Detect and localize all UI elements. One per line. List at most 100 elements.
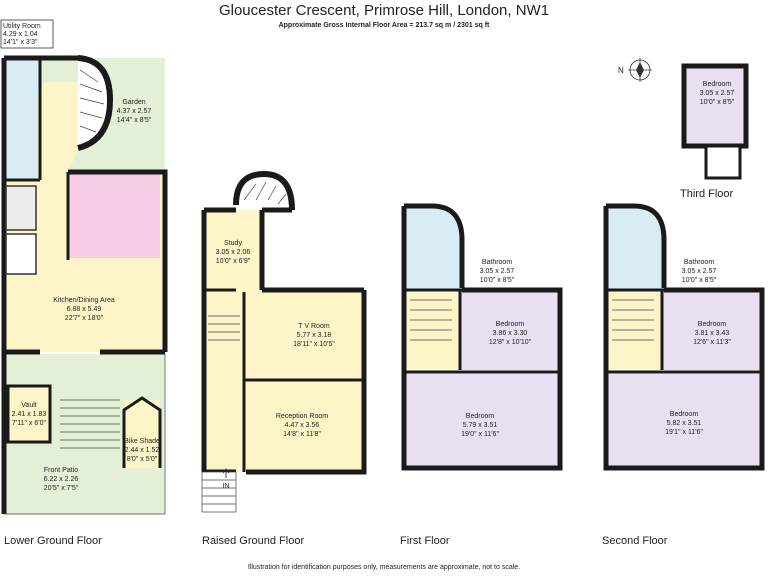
raised-ground-floor-label: Raised Ground Floor [202,535,305,547]
first-large-bedroom-area [404,374,560,468]
first-bathroom-name: Bathroom [482,259,513,266]
storage-cupboard-2 [5,233,37,275]
study-name: Study [224,240,242,247]
disclaimer-footer: Illustration for identification purposes… [247,564,521,571]
first-small-bedroom-name: Bedroom [496,321,525,328]
utility-room-name: Utility Room [3,23,41,30]
spiral-stair-wall [77,55,114,151]
lower-ground-outer-wall [1,55,78,514]
vault-name: Vault [21,402,36,409]
first-small-bedroom-metric: 3.86 x 3.30 [493,330,528,337]
garden-imperial: 14'4" x 8'5" [117,117,152,124]
compass-north-label: N [618,66,624,75]
lower-ground-floor-plan: Utility Room 4.29 x 1.04 14'1" x 3'3" [0,19,168,515]
first-small-bedroom-imperial: 12'8" x 10'10" [489,339,532,346]
second-floor-internal-walls [606,288,762,374]
front-patio-metric: 6.22 x 2.26 [44,476,79,483]
vault-metric: 2.41 x 1.83 [12,411,47,418]
entrance-arrow [222,468,230,478]
third-floor-walls [681,63,749,149]
second-floor-plan: Bathroom 3.05 x 2.57 10'0" x 8'5" Bedroo… [603,203,765,471]
first-floor-internal-walls [404,288,560,374]
kitchen-imperial: 22'7" x 18'0" [65,315,104,322]
bike-shade-name: Bike Shade [124,438,160,445]
tv-room-metric: 5.77 x 3.18 [297,332,332,339]
second-bathroom-name: Bathroom [684,259,715,266]
utility-room-imperial: 14'1" x 3'3" [3,39,38,46]
floor-area-subtitle: Approximate Gross Internal Floor Area = … [278,22,490,29]
spiral-stair-treads [79,69,105,133]
bike-shade-wall [122,396,162,468]
third-bedroom-name: Bedroom [703,81,732,88]
first-floor-stairs [410,299,452,341]
study-area [204,210,262,290]
second-bathroom-metric: 3.05 x 2.57 [682,268,717,275]
first-small-bedroom-area [460,290,560,370]
second-floor-outer-walls [603,203,765,471]
raised-spiral-stair [233,170,295,211]
vault-area [8,386,50,442]
second-small-bedroom-imperial: 12'6" x 11'3" [693,339,731,346]
reception-room-imperial: 14'8" x 11'8" [283,431,321,438]
second-bathroom-imperial: 10'0" x 8'5" [682,277,717,284]
bike-shade-area [124,400,160,468]
front-patio-imperial: 20'5" x 7'5" [44,485,79,492]
lower-ground-floor-label: Lower Ground Floor [4,535,102,547]
entrance-step-lines [202,479,236,505]
garden-metric: 4.37 x 2.57 [117,108,152,115]
first-large-bedroom-name: Bedroom [466,413,495,420]
study-metric: 3.05 x 2.06 [216,249,251,256]
bike-shade-metric: 2.44 x 1.52 [125,447,160,454]
first-bathroom-metric: 3.05 x 2.57 [480,268,515,275]
tv-room-imperial: 18'11" x 10'5" [293,341,335,348]
reception-room-name: Reception Room [276,413,328,420]
bike-shade-imperial: 8'0" x 5'0" [127,456,158,463]
second-small-bedroom-area [662,290,762,370]
kitchen-metric: 6.88 x 5.49 [67,306,102,313]
raised-stair-treads [243,181,287,205]
garden-name: Garden [122,99,145,106]
third-bedroom-imperial: 10'0" x 8'5" [700,99,735,106]
reception-room-metric: 4.47 x 3.56 [285,422,320,429]
compass-icon: N [618,58,652,82]
utility-room-label-box [0,19,54,49]
third-floor-label: Third Floor [680,188,734,200]
first-large-bedroom-imperial: 19'0" x 11'6" [461,431,499,438]
first-floor-label: First Floor [400,535,450,547]
second-large-bedroom-name: Bedroom [670,411,699,418]
second-floor-label: Second Floor [602,535,668,547]
first-bathroom-area [404,206,462,290]
first-large-bedroom-metric: 5.79 x 3.51 [463,422,498,429]
storage-cupboard [5,185,37,231]
second-bathroom-area [606,206,664,290]
second-large-bedroom-imperial: 19'1" x 11'6" [665,429,703,436]
second-large-bedroom-area [606,374,762,468]
third-bedroom-area [684,66,746,146]
entrance-label: IN [223,483,230,490]
raised-ground-stairs [208,315,240,341]
third-bedroom-metric: 3.05 x 2.57 [700,90,735,97]
patio-steps [60,399,120,449]
third-floor-stair-head [704,144,742,180]
vault-wall [6,384,52,444]
patio-boundary [4,354,166,515]
third-floor-plan: Bedroom 3.05 x 2.57 10'0" x 8'5" [681,63,749,180]
first-floor-outer-walls [401,203,563,471]
first-floor-plan: Bathroom 3.05 x 2.57 10'0" x 8'5" Bedroo… [401,203,563,471]
front-patio-name: Front Patio [44,467,78,474]
first-bathroom-imperial: 10'0" x 8'5" [480,277,515,284]
raised-ground-walls [201,207,367,475]
kitchen-units-area [68,174,160,258]
kitchen-rear-wall [68,169,168,352]
raised-ground-internal-walls [204,288,364,472]
second-small-bedroom-metric: 3.81 x 3.43 [695,330,730,337]
page-title: Gloucester Crescent, Primrose Hill, Lond… [218,2,550,19]
second-floor-stairs [612,299,654,341]
study-imperial: 10'0" x 6'9" [216,258,251,265]
second-large-bedroom-metric: 5.82 x 3.51 [667,420,702,427]
kitchen-name: Kitchen/Dining Area [53,297,115,304]
raised-ground-floor-plan: IN Study 3.05 x 2.06 10'0" x 6'9" T V Ro… [201,170,367,513]
utility-room-wall [4,60,42,182]
utility-room-area [4,60,40,180]
